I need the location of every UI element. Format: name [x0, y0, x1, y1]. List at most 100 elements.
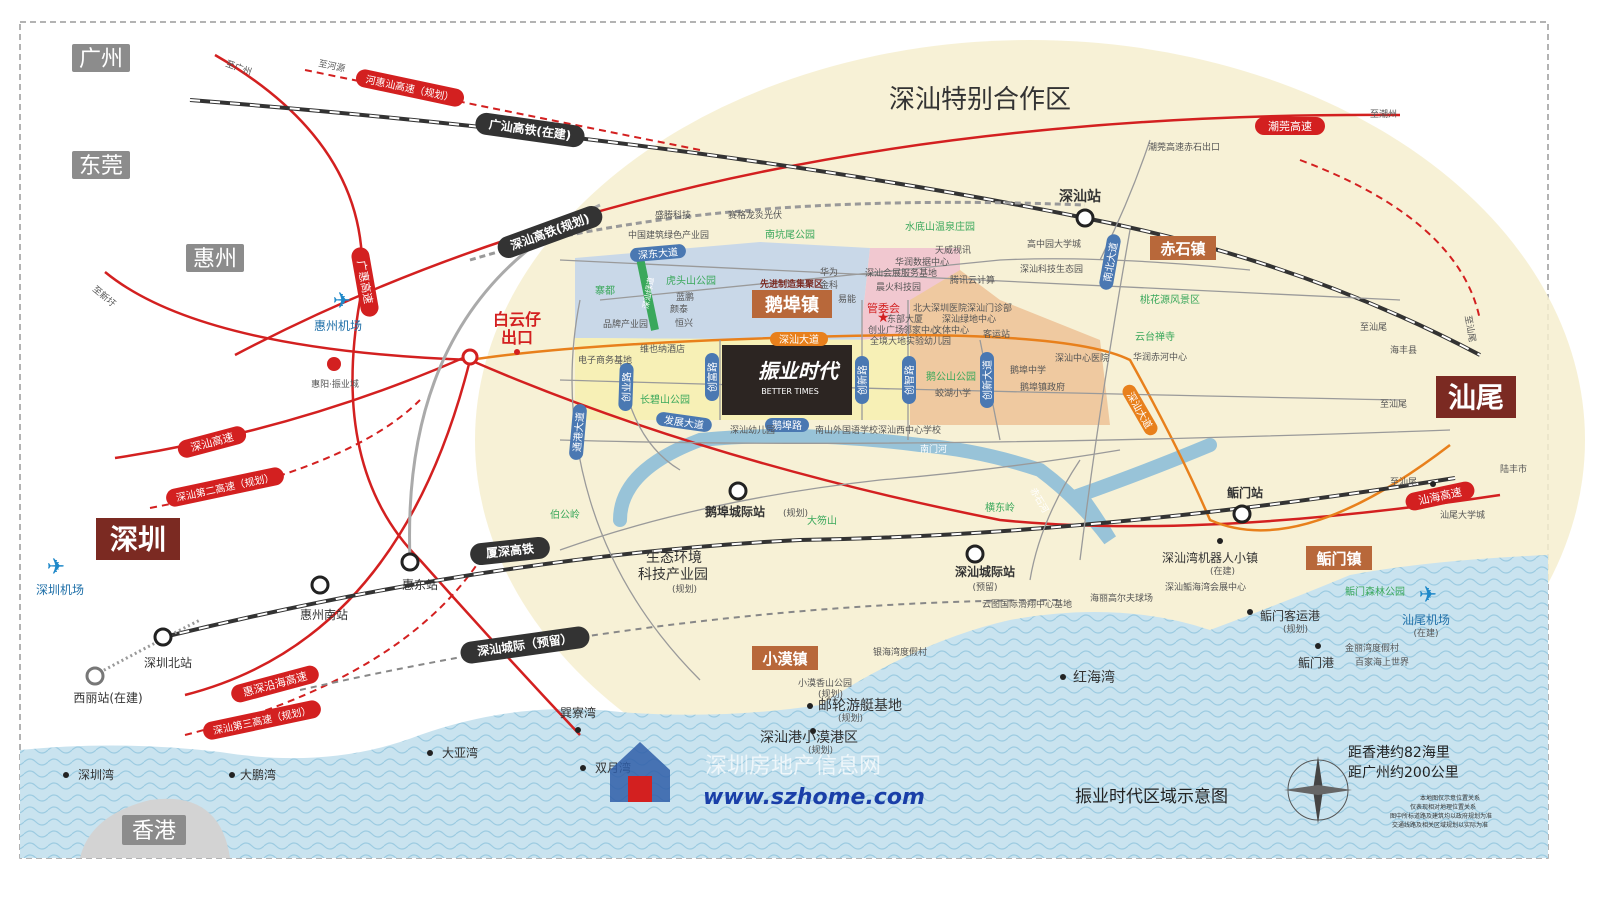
svg-text:晨火科技园: 晨火科技园: [876, 281, 921, 293]
svg-text:鹅埠中学: 鹅埠中学: [1010, 364, 1046, 376]
svg-text:(在建): (在建): [1413, 627, 1438, 639]
station-shenzhen-north[interactable]: 深圳北站: [144, 627, 192, 670]
tag-chuangxin: 创新路: [855, 356, 869, 404]
svg-text:科技产业园: 科技产业园: [638, 567, 708, 583]
svg-text:创业路: 创业路: [619, 372, 633, 402]
svg-text:深汕港小漠港区: 深汕港小漠港区: [760, 730, 858, 746]
svg-text:(规划): (规划): [672, 583, 697, 595]
svg-text:盛腾科技: 盛腾科技: [655, 209, 691, 221]
svg-text:东部大厦: 东部大厦: [887, 313, 923, 325]
station-baomen[interactable]: 鲘门站: [1227, 485, 1263, 524]
plane-icon: ✈: [333, 289, 351, 314]
svg-text:维也纳酒店: 维也纳酒店: [640, 343, 685, 355]
svg-text:惠州: 惠州: [193, 247, 237, 272]
svg-text:小漠香山公园: 小漠香山公园: [798, 678, 852, 689]
svg-text:云图国际滑翔中心基地: 云图国际滑翔中心基地: [982, 598, 1072, 610]
svg-text:(规划): (规划): [838, 712, 863, 724]
svg-text:仅表现相对地理位置关系: 仅表现相对地理位置关系: [1410, 803, 1476, 811]
svg-text:红海湾: 红海湾: [1073, 669, 1115, 686]
station-xili[interactable]: 西丽站(在建): [73, 666, 143, 705]
svg-text:深汕湾机器人小镇: 深汕湾机器人小镇: [1162, 550, 1258, 565]
svg-text:大鹏湾: 大鹏湾: [240, 767, 276, 782]
airport-shanwei: ✈ 汕尾机场 (在建): [1402, 583, 1450, 639]
station-huidong[interactable]: 惠东站: [400, 552, 438, 592]
svg-text:创富路: 创富路: [706, 362, 719, 392]
svg-text:陆丰市: 陆丰市: [1500, 463, 1527, 475]
svg-text:邻家中心: 邻家中心: [903, 324, 939, 336]
svg-text:创新大道: 创新大道: [981, 360, 994, 400]
svg-text:香港: 香港: [132, 819, 176, 844]
sea-area: [20, 555, 1548, 858]
svg-text:深圳湾: 深圳湾: [78, 767, 114, 782]
svg-text:赤石镇: 赤石镇: [1160, 240, 1205, 258]
town-chishi: 赤石镇: [1150, 236, 1216, 260]
city-hongkong: 香港: [122, 815, 186, 845]
svg-text:生态环境: 生态环境: [646, 550, 702, 566]
svg-text:颜泰: 颜泰: [670, 303, 688, 315]
svg-text:汕尾机场: 汕尾机场: [1402, 613, 1450, 627]
city-dongguan: 东莞: [72, 151, 130, 179]
pois-south: 伯公岭 大笏山 横东岭 生态环境 科技产业园 (规划) 深汕湾机器人小镇 (在建…: [78, 463, 1527, 782]
svg-text:深汕站: 深汕站: [1059, 188, 1101, 205]
city-huizhou: 惠州: [186, 244, 244, 272]
star-icon: ★: [877, 310, 890, 326]
svg-text:深圳房地产信息网: 深圳房地产信息网: [705, 754, 881, 779]
tag-shendong: 深东大道: [630, 244, 686, 262]
green-road: [636, 257, 659, 331]
map-caption: 振业时代区域示意图: [1075, 787, 1228, 807]
pois-north: 盛腾科技 中国建筑绿色产业园 赛格龙炎光伏 南坑尾公园 水底山温泉庄园 天威视讯…: [628, 141, 1417, 363]
svg-text:桃花源风景区: 桃花源风景区: [1140, 293, 1200, 306]
svg-text:腾讯云计算: 腾讯云计算: [950, 274, 995, 286]
project-marker[interactable]: 振业时代 BETTER TIMES: [722, 345, 852, 415]
svg-text:惠州南站: 惠州南站: [300, 607, 348, 622]
svg-text:创智路: 创智路: [903, 365, 916, 395]
svg-text:电子商务基地: 电子商务基地: [578, 354, 632, 366]
station-huizhou-south[interactable]: 惠州南站: [300, 575, 348, 622]
svg-text:深圳机场: 深圳机场: [36, 583, 84, 597]
svg-text:易能: 易能: [838, 293, 856, 305]
svg-text:交通线路及相关区域规划以实际为准: 交通线路及相关区域规划以实际为准: [1392, 821, 1488, 829]
svg-text:先进制造集聚区: 先进制造集聚区: [760, 278, 823, 290]
disclaimer: 本地图仅示意位置关系 仅表现相对地理位置关系 图中所标道路及建筑均以政府规划为准…: [1390, 794, 1492, 829]
svg-text:东莞: 东莞: [79, 154, 123, 179]
svg-text:www.szhome.com: www.szhome.com: [703, 785, 925, 810]
station-shenshan-intercity[interactable]: 深汕城际站 (预留): [955, 544, 1015, 593]
svg-text:深圳: 深圳: [110, 523, 166, 556]
svg-text:天威视讯: 天威视讯: [935, 244, 971, 256]
svg-text:深东大道: 深东大道: [638, 245, 679, 261]
svg-text:至汕尾: 至汕尾: [1390, 477, 1417, 488]
svg-text:通港大道: 通港大道: [570, 412, 586, 453]
svg-text:深汕绿地中心: 深汕绿地中心: [942, 313, 996, 325]
svg-text:(规划): (规划): [1283, 623, 1308, 635]
svg-text:大亚湾: 大亚湾: [442, 745, 478, 760]
svg-text:品牌产业园: 品牌产业园: [603, 318, 648, 330]
pois-ebu: 寨都 虎头山公园 蓝鹏 颜泰 恒兴 品牌产业园 维也纳酒店 电子商务基地 长碧山…: [578, 256, 1109, 436]
svg-text:中国建筑绿色产业园: 中国建筑绿色产业园: [628, 229, 709, 241]
svg-text:寨都: 寨都: [595, 284, 615, 297]
svg-text:(规划): (规划): [783, 507, 808, 519]
svg-text:深汕城际站: 深汕城际站: [955, 564, 1015, 579]
svg-text:汕尾: 汕尾: [1448, 381, 1504, 414]
svg-text:深汕大道: 深汕大道: [779, 333, 819, 346]
svg-text:伯公岭: 伯公岭: [550, 508, 580, 521]
plane-icon: ✈: [47, 555, 65, 580]
svg-text:小漠镇: 小漠镇: [762, 650, 807, 668]
svg-text:鲘门森林公园: 鲘门森林公园: [1345, 585, 1405, 598]
city-shenzhen: 深圳: [96, 518, 180, 560]
svg-text:虎头山公园: 虎头山公园: [666, 275, 716, 287]
tag-xiashen-rail: 厦深高铁: [470, 536, 550, 566]
svg-text:金科: 金科: [820, 279, 838, 291]
city-guangzhou: 广州: [72, 44, 130, 72]
svg-text:深汕会展服务基地: 深汕会展服务基地: [865, 267, 937, 279]
svg-text:潮莞高速赤石出口: 潮莞高速赤石出口: [1148, 141, 1220, 153]
station-ebu-intercity[interactable]: 鹅埠城际站 (规划): [705, 481, 808, 519]
svg-text:蛟湖小学: 蛟湖小学: [935, 387, 971, 399]
svg-text:鲘门站: 鲘门站: [1227, 485, 1263, 500]
svg-text:BETTER TIMES: BETTER TIMES: [761, 387, 819, 396]
svg-text:至汕尾: 至汕尾: [1360, 322, 1387, 333]
station-shenshan[interactable]: 深汕站: [1059, 188, 1101, 228]
svg-text:南山外国语学校深汕西中心学校: 南山外国语学校深汕西中心学校: [815, 424, 941, 436]
svg-text:海丽高尔夫球场: 海丽高尔夫球场: [1090, 592, 1153, 604]
tag-chuangye: 创业路: [618, 363, 634, 411]
